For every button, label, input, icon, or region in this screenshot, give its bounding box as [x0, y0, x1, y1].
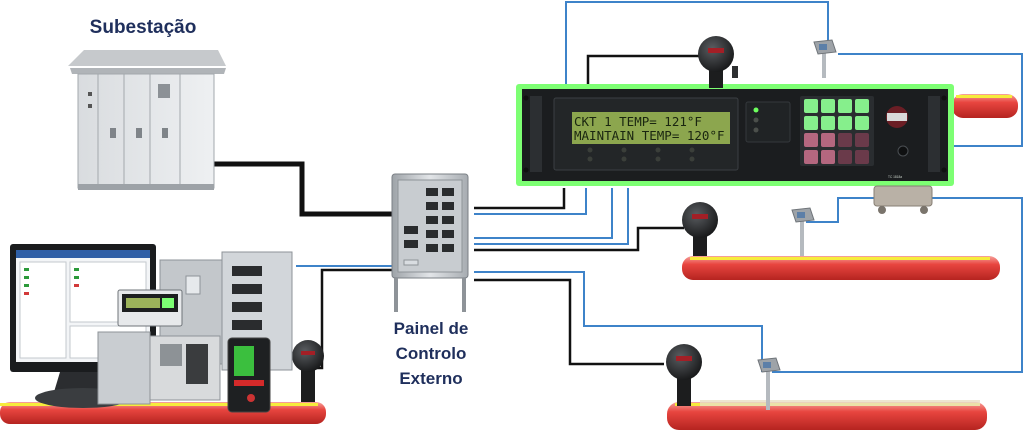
rtd-sensor-middle [791, 207, 815, 256]
keypad-key [855, 116, 869, 130]
sensor-head-top [698, 36, 738, 88]
keypad-key [821, 116, 835, 130]
lcd-line-2: MAINTAIN TEMP= 120°F [574, 128, 725, 143]
sensor-head-bottom [666, 344, 702, 406]
panel-label-line2: Controlo [396, 344, 467, 363]
keypad-key [804, 133, 818, 147]
sensor-head-middle [682, 202, 718, 256]
control-room-collage [10, 244, 293, 413]
keypad-key [838, 99, 852, 113]
rtd-sensor-bottom [757, 357, 781, 410]
rtd-sensor-top [813, 39, 837, 78]
controller-logo-badge [886, 106, 909, 157]
keypad-key [855, 133, 869, 147]
keypad-key [855, 150, 869, 164]
substation-label: Subestação [90, 17, 197, 38]
keypad-key [838, 116, 852, 130]
panel-label-line3: Externo [399, 369, 462, 388]
controller-model-label: TC 1818a [888, 175, 902, 179]
keypad-key [821, 133, 835, 147]
keypad-key [804, 150, 818, 164]
external-control-panel [391, 173, 469, 312]
pipe-top-right [952, 94, 1018, 118]
substation-building [68, 50, 226, 190]
pipe-middle-right [682, 256, 1000, 280]
pipe-bottom-right [667, 400, 987, 430]
heat-trace-controller: CKT 1 TEMP= 121°F MAINTAIN TEMP= 120°F [516, 84, 954, 186]
keypad-key [804, 116, 818, 130]
lcd-line-1: CKT 1 TEMP= 121°F [574, 114, 702, 129]
keypad-key [821, 99, 835, 113]
panel-label-line1: Painel de [394, 319, 469, 338]
pipe-bottom-left [0, 402, 326, 424]
keypad-key [838, 150, 852, 164]
power-cable [212, 161, 394, 217]
controller-keypad [804, 99, 869, 164]
sensor-head-left [292, 340, 324, 402]
keypad-key [855, 99, 869, 113]
wires-black [310, 54, 700, 370]
keypad-key [838, 133, 852, 147]
keypad-key [804, 99, 818, 113]
keypad-key [821, 150, 835, 164]
controller-junction-box [873, 185, 933, 214]
